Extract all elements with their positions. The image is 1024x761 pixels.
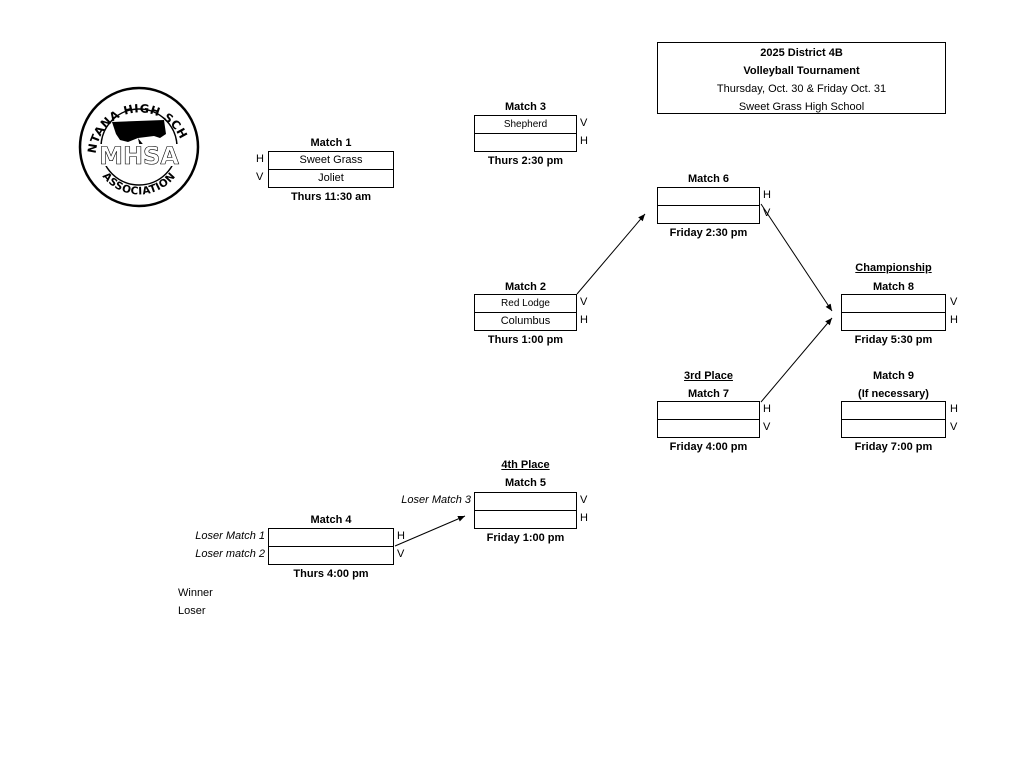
match9-title: Match 9: [873, 370, 914, 382]
match8-team1: [841, 294, 946, 313]
match8-side-2: H: [950, 314, 958, 326]
match6-time: Friday 2:30 pm: [669, 227, 748, 239]
match8-title: Match 8: [873, 281, 914, 293]
legend-winner: Winner: [178, 587, 213, 599]
match8-time: Friday 5:30 pm: [854, 334, 933, 346]
match5-heading: 4th Place: [501, 459, 550, 471]
logo-center-text: MHSA: [99, 142, 179, 170]
match6-team1: [657, 187, 760, 206]
header-line-2: Volleyball Tournament: [743, 65, 860, 77]
match4-team1: [268, 528, 394, 547]
match1-title: Match 1: [310, 137, 352, 149]
match3-title: Match 3: [505, 101, 546, 113]
match5-side-2: H: [580, 512, 588, 524]
match9-side-1: H: [950, 403, 958, 415]
match4-side-1: H: [397, 530, 405, 542]
line-m4-to-m5: [394, 515, 466, 547]
line-m2-to-m6: [576, 213, 646, 295]
match2-team2: Columbus: [474, 312, 577, 331]
match1-side-2: V: [256, 171, 264, 183]
match6-team2: [657, 205, 760, 224]
match2-side-1: V: [580, 296, 588, 308]
match4-time: Thurs 4:00 pm: [293, 568, 369, 580]
match2-title: Match 2: [505, 281, 546, 293]
match3-side-1: V: [580, 117, 588, 129]
match8-side-1: V: [950, 296, 958, 308]
match8-heading: Championship: [855, 262, 932, 274]
match7-time: Friday 4:00 pm: [669, 441, 748, 453]
match7-side-2: V: [763, 421, 771, 433]
match4-source-label-1: Loser Match 1: [195, 530, 265, 542]
match9-team2: [841, 419, 946, 438]
mhsa-logo: MONTANA HIGH SCHOOL ASSOCIATION MHSA: [72, 75, 200, 208]
match4-title: Match 4: [310, 514, 352, 526]
match1-side-1: H: [256, 153, 264, 165]
match2-side-2: H: [580, 314, 588, 326]
match9-team1: [841, 401, 946, 420]
match5-side-1: V: [580, 494, 588, 506]
match9-time: Friday 7:00 pm: [854, 441, 933, 453]
header-line-1: 2025 District 4B: [760, 47, 843, 59]
match7-team1: [657, 401, 760, 420]
match1-time: Thurs 11:30 am: [290, 191, 372, 203]
match5-team1: [474, 492, 577, 511]
match3-team2: [474, 133, 577, 152]
match5-time: Friday 1:00 pm: [486, 532, 565, 544]
match5-source-label-1: Loser Match 3: [401, 494, 471, 506]
match2-team1: Red Lodge: [474, 294, 577, 313]
match5-team2: [474, 510, 577, 529]
tournament-header: 2025 District 4B Volleyball Tournament T…: [657, 42, 946, 114]
match7-heading: 3rd Place: [684, 370, 733, 382]
match4-side-2: V: [397, 548, 405, 560]
match4-team2: [268, 546, 394, 565]
legend-loser: Loser: [178, 605, 206, 617]
match6-title: Match 6: [688, 173, 729, 185]
line-m7-to-m8: [760, 317, 833, 403]
match2-time: Thurs 1:00 pm: [487, 334, 564, 346]
match9-subtitle: (If necessary): [858, 388, 929, 400]
match3-time: Thurs 2:30 pm: [487, 155, 564, 167]
match6-side-1: H: [763, 189, 771, 201]
line-m6-to-m8: [760, 203, 833, 312]
match4-source-label-2: Loser match 2: [195, 548, 265, 560]
header-line-4: Sweet Grass High School: [738, 101, 865, 113]
match9-side-2: V: [950, 421, 958, 433]
match3-side-2: H: [580, 135, 588, 147]
match7-team2: [657, 419, 760, 438]
match8-team2: [841, 312, 946, 331]
match7-side-1: H: [763, 403, 771, 415]
match7-title: Match 7: [688, 388, 729, 400]
header-line-3: Thursday, Oct. 30 & Friday Oct. 31: [716, 83, 887, 95]
match1-team1: Sweet Grass: [268, 151, 394, 170]
match5-title: Match 5: [505, 477, 546, 489]
match1-team2: Joliet: [268, 169, 394, 188]
match6-side-2: V: [763, 207, 771, 219]
match3-team1: Shepherd: [474, 115, 577, 134]
